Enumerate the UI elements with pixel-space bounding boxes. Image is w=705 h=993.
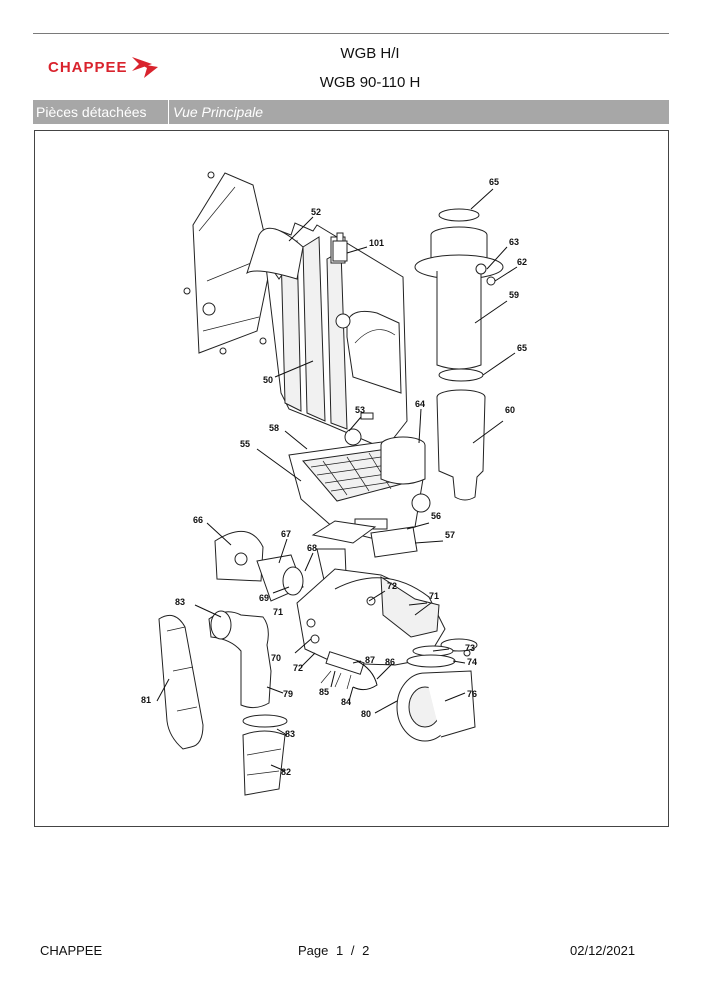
gasket-plates-drawing [311,520,418,558]
part-label: 70 [271,653,281,663]
model-title: WGB H/I [340,45,400,62]
part-label: 65 [489,177,499,187]
part-label: 73 [465,643,475,653]
view-label: Vue Principale [173,104,264,120]
logo-wing-icon [131,57,158,78]
header-rule [33,33,669,34]
page-label: Page [298,943,329,958]
flue-pipe-drawing [414,208,504,501]
part-number-labels: 65 52 101 63 62 59 65 50 53 64 60 58 55 … [141,177,527,777]
part-label: 52 [311,207,321,217]
part-label: 82 [281,767,291,777]
part-label: 86 [385,657,395,667]
part-label: 72 [387,581,397,591]
part-label: 66 [193,515,203,525]
part-label: 58 [269,423,279,433]
logo-text: CHAPPEE [48,58,128,76]
part-label: 55 [240,439,250,449]
part-label: 63 [509,237,519,247]
chappee-logo: CHAPPEE [48,52,160,82]
part-label: 57 [445,530,455,540]
part-label: 71 [273,607,283,617]
part-label: 62 [517,257,527,267]
page-separator: / [350,943,355,958]
part-label: 79 [283,689,293,699]
section-bar: Pièces détachées Vue Principale [33,100,669,124]
part-label: 84 [341,697,351,707]
part-label: 101 [369,238,384,248]
leader-lines [156,188,518,772]
part-label: 83 [175,597,185,607]
page-indicator: Page 1 / 2 [298,943,373,958]
exploded-diagram: 65 52 101 63 62 59 65 50 53 64 60 58 55 … [141,171,527,796]
part-label: 81 [141,695,151,705]
part-label: 59 [509,290,519,300]
part-label: 71 [429,591,439,601]
part-label: 67 [281,529,291,539]
section-label: Pièces détachées [33,100,169,124]
flue-connector-drawing [380,436,426,485]
part-label: 76 [467,689,477,699]
part-label: 74 [467,657,477,667]
model-subtitle: WGB 90-110 H [319,74,421,91]
ignition-electrodes-drawing [320,651,378,691]
blower-drawing [396,638,478,742]
part-label: 56 [431,511,441,521]
part-label: 50 [263,375,273,385]
part-label: 83 [285,729,295,739]
page-current: 1 [336,943,344,958]
air-duct-drawing [158,610,288,796]
part-label: 69 [259,593,269,603]
part-label: 60 [505,405,515,415]
air-vent-drawing [332,232,348,262]
fan-housing-drawing [296,568,446,666]
footer-company: CHAPPEE [40,943,103,958]
part-label: 80 [361,709,371,719]
page-total: 2 [362,943,370,958]
part-label: 85 [319,687,329,697]
part-label: 68 [307,543,317,553]
part-label: 87 [365,655,375,665]
part-label: 53 [355,405,365,415]
part-label: 64 [415,399,425,409]
exploded-diagram-frame: 65 52 101 63 62 59 65 50 53 64 60 58 55 … [34,130,669,827]
part-label: 72 [293,663,303,673]
part-label: 65 [517,343,527,353]
footer-date: 02/12/2021 [570,943,636,958]
